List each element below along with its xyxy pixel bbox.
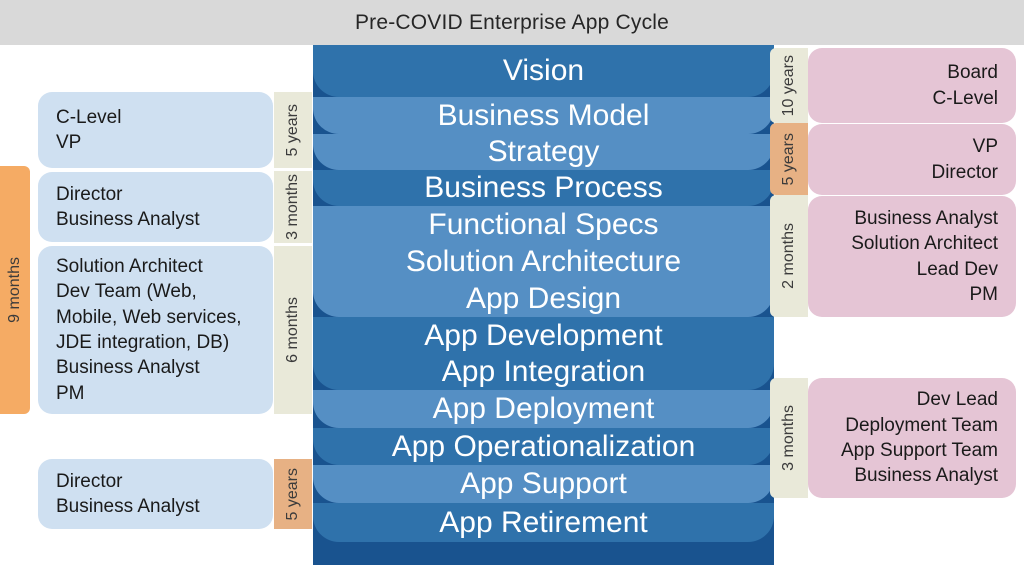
left-role-card-3-line-5: Business Analyst (56, 357, 200, 379)
process-stage-app-operationalization[interactable]: App Operationalization (313, 428, 774, 465)
left-role-card-3-line-4: JDE integration, DB) (56, 332, 230, 353)
process-stage-vision[interactable]: Vision (313, 45, 774, 97)
process-stage-app-operationalization-label: App Operationalization (391, 429, 696, 463)
process-stage-strategy-label: Strategy (487, 135, 600, 168)
left-time-marker-6-months-label: 6 months (284, 297, 301, 363)
process-stage-column: Vision Business Model Strategy Business … (313, 45, 774, 565)
right-time-marker-5-years: 5 years (770, 123, 808, 195)
right-time-marker-3-months: 3 months (770, 378, 808, 498)
process-stage-app-integration-label: App Integration (441, 355, 646, 388)
left-outer-time-marker-label: 9 months (6, 257, 23, 323)
left-time-marker-5-years: 5 years (274, 92, 312, 168)
left-role-card-4-line-2: Business Analyst (56, 496, 200, 517)
process-stage-app-deployment-label: App Deployment (432, 392, 655, 425)
process-stage-app-support-label: App Support (460, 467, 627, 500)
process-stage-app-development-label: App Development (424, 318, 663, 352)
right-role-card-2-line-2: Director (931, 161, 998, 183)
right-time-marker-5-years-label: 5 years (780, 132, 797, 186)
process-stage-app-deployment[interactable]: App Deployment (313, 390, 774, 428)
right-time-marker-2-months: 2 months (770, 195, 808, 317)
right-role-card-3-line-3: Lead Dev (916, 258, 998, 280)
right-role-card-1-line-2: C-Level (932, 87, 998, 109)
left-role-card-3: Solution Architect Dev Team (Web, Mobile… (38, 246, 273, 414)
left-time-marker-5-years-2: 5 years (274, 459, 312, 529)
right-time-marker-3-months-label: 3 months (780, 405, 797, 471)
process-stage-app-design[interactable]: App Design (313, 280, 774, 317)
right-role-card-3-line-1: Business Analyst (854, 207, 998, 229)
right-role-card-2-line-1: VP (972, 136, 998, 158)
right-role-card-2: VP Director (808, 124, 1016, 195)
process-stage-functional-specs-label: Functional Specs (428, 207, 659, 241)
left-role-card-3-line-2: Dev Team (Web, (56, 281, 197, 303)
process-stage-business-model-label: Business Model (437, 98, 650, 132)
process-stage-solution-architecture-label: Solution Architecture (405, 244, 682, 278)
process-stage-vision-label: Vision (502, 54, 585, 87)
right-time-marker-10-years-label: 10 years (780, 54, 797, 117)
left-time-marker-5-years-2-label: 5 years (284, 467, 301, 521)
process-stage-business-process-label: Business Process (424, 171, 663, 204)
left-role-card-3-line-6: PM (56, 382, 85, 404)
left-role-card-3-line-1: Solution Architect (56, 256, 203, 278)
process-stage-strategy[interactable]: Strategy (313, 134, 774, 170)
right-role-card-4: Dev Lead Deployment Team App Support Tea… (808, 378, 1016, 498)
page-title: Pre-COVID Enterprise App Cycle (354, 10, 670, 34)
left-role-card-3-line-3: Mobile, Web services, (56, 306, 242, 328)
right-role-card-4-line-1: Dev Lead (916, 389, 998, 411)
process-stage-business-process[interactable]: Business Process (313, 170, 774, 206)
left-role-card-4: Director Business Analyst (38, 459, 273, 529)
process-stage-app-support[interactable]: App Support (313, 465, 774, 503)
left-role-card-1-line-1: C-Level (56, 106, 122, 128)
left-role-card-2-line-1: Director (56, 183, 123, 205)
right-role-card-1: Board C-Level (808, 48, 1016, 123)
process-stage-functional-specs[interactable]: Functional Specs (313, 206, 774, 243)
process-stage-app-integration[interactable]: App Integration (313, 354, 774, 390)
left-role-card-1-line-2: VP (56, 132, 82, 153)
header-bar: Pre-COVID Enterprise App Cycle (0, 0, 1024, 45)
left-role-card-2-line-2: Business Analyst (56, 209, 200, 230)
left-role-card-4-line-1: Director (56, 470, 123, 492)
right-role-card-4-line-2: Deployment Team (845, 414, 998, 436)
right-role-card-3-line-4: PM (969, 283, 999, 305)
process-stage-app-retirement[interactable]: App Retirement (313, 503, 774, 542)
right-role-card-1-line-1: Board (947, 62, 998, 84)
process-stage-app-development[interactable]: App Development (313, 317, 774, 354)
left-time-marker-3-months-label: 3 months (284, 174, 301, 240)
process-stage-business-model[interactable]: Business Model (313, 97, 774, 134)
right-role-card-3: Business Analyst Solution Architect Lead… (808, 196, 1016, 317)
left-time-marker-5-years-label: 5 years (284, 103, 301, 157)
left-time-marker-3-months: 3 months (274, 171, 312, 243)
right-time-marker-10-years: 10 years (770, 48, 808, 123)
right-time-marker-2-months-label: 2 months (780, 223, 797, 289)
process-stage-app-design-label: App Design (465, 281, 622, 315)
right-role-card-4-line-3: App Support Team (840, 440, 998, 461)
left-role-card-2: Director Business Analyst (38, 172, 273, 242)
process-stage-app-retirement-label: App Retirement (439, 505, 648, 539)
right-role-card-3-line-2: Solution Architect (851, 233, 998, 255)
left-time-marker-6-months: 6 months (274, 246, 312, 414)
left-role-card-1: C-Level VP (38, 92, 273, 168)
right-role-card-4-line-4: Business Analyst (854, 465, 998, 487)
left-outer-time-marker-9-months: 9 months (0, 166, 30, 414)
process-stage-solution-architecture[interactable]: Solution Architecture (313, 243, 774, 280)
